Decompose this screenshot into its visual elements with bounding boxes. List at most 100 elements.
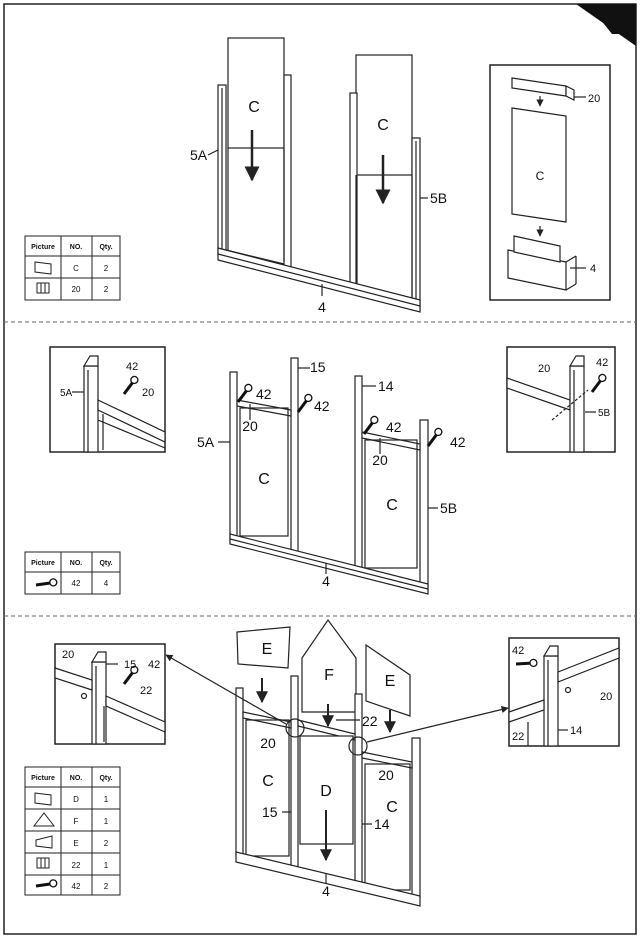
label-bar-20: 20 [260,735,276,751]
step1-parts-table [24,235,121,301]
inset-label-20: 20 [62,649,74,661]
table-cell-no: 22 [72,861,81,870]
table-cell-qty: 1 [104,795,109,804]
inset-label-20: 20 [538,363,550,375]
table-header-picture: Picture [31,775,55,782]
channel-icon [36,857,50,869]
panel-f [301,618,357,713]
screw-icon [34,573,60,592]
post-15 [290,357,299,555]
step1-inset [489,64,611,301]
table-header-qty: Qty. [99,244,112,251]
inset-label-22: 22 [140,685,152,697]
screw-42-icon [585,371,611,394]
step3-frame-diagram [165,618,509,907]
label-panel-c-left: C [258,471,270,488]
label-post-5a: 5A [197,434,215,450]
page-border [3,3,637,935]
inset-label-15: 15 [124,659,136,671]
table-cell-qty: 1 [104,861,109,870]
inset-panel-c [511,107,567,223]
label-panel-d: D [320,783,332,800]
post-15 [290,675,299,873]
table-header-no: NO. [70,560,83,567]
panel-icon [34,261,52,275]
table-cell-no: C [73,264,79,273]
label-panel-c-right: C [377,117,389,134]
table-cell-qty: 1 [104,817,109,826]
step2-inset-right [506,346,616,453]
inset-label-20: 20 [142,387,154,399]
table-cell-no: E [73,839,78,848]
panel-c-left [239,407,289,537]
panel-icon [34,792,52,806]
label-panel-e-right: E [385,673,396,690]
table-header-no: NO. [70,244,83,251]
label-panel-e-left: E [262,641,273,658]
label-post-5b: 5B [430,190,447,206]
table-cell-no: 20 [72,285,81,294]
table-header-qty: Qty. [99,560,112,567]
base-4 [235,851,421,907]
label-screw-42: 42 [386,419,402,435]
screw-icon [34,874,60,893]
page-number-badge: 03 [576,4,636,46]
label-post-15: 15 [310,359,326,375]
step2-frame-diagram [218,357,438,595]
step2-parts-table [24,551,121,595]
trapezoid-panel-icon [35,835,53,849]
panel-e-right [365,643,411,717]
label-post-14: 14 [374,816,390,832]
table-header-picture: Picture [31,244,55,251]
table-header-qty: Qty. [99,775,112,782]
label-base-4: 4 [322,573,330,589]
inset-label-20: 20 [600,691,612,703]
triangle-panel-icon [32,812,56,827]
label-bar-20: 20 [372,452,388,468]
label-screw-42: 42 [314,398,330,414]
label-panel-c-left: C [262,773,274,790]
panel-e-left [236,626,291,669]
label-bar-22: 22 [362,713,378,729]
inset-cap-20 [511,77,567,97]
channel-icon [36,282,50,294]
label-post-5a: 5A [190,147,208,163]
table-cell-qty: 2 [104,882,109,891]
inset-label-42: 42 [512,645,524,657]
inset-label-42: 42 [126,361,138,373]
label-screw-42: 42 [450,434,466,450]
table-header-picture: Picture [31,560,55,567]
table-cell-no: 42 [72,882,81,891]
post-14 [354,375,363,573]
label-post-15: 15 [262,804,278,820]
step3-inset-right [508,637,620,747]
label-panel-c-left: C [248,99,260,116]
table-cell-qty: 2 [104,285,109,294]
label-panel-f: F [324,667,334,684]
label-base-4: 4 [322,883,330,899]
table-header-no: NO. [70,775,83,782]
inset-label-42: 42 [148,659,160,671]
post-5b [419,419,429,591]
table-cell-qty: 2 [104,839,109,848]
label-screw-42: 42 [256,386,272,402]
panel-c-right [364,439,418,569]
table-cell-qty: 2 [104,264,109,273]
bar-22 [297,719,356,741]
screw-42-icon [117,373,143,396]
inset-label-5b: 5B [598,408,611,419]
post-right [411,737,421,899]
post-14 [354,693,363,891]
step3-parts-table [24,766,121,896]
step2-inset-left [49,346,166,453]
inset-label-14: 14 [570,725,582,737]
inset-label-22: 22 [512,731,524,743]
table-cell-no: 42 [72,579,81,588]
label-panel-c-right: C [386,497,398,514]
table-cell-qty: 4 [104,579,109,588]
post-left [235,687,244,857]
table-cell-no: F [74,817,79,826]
inset-label-4: 4 [590,263,596,275]
